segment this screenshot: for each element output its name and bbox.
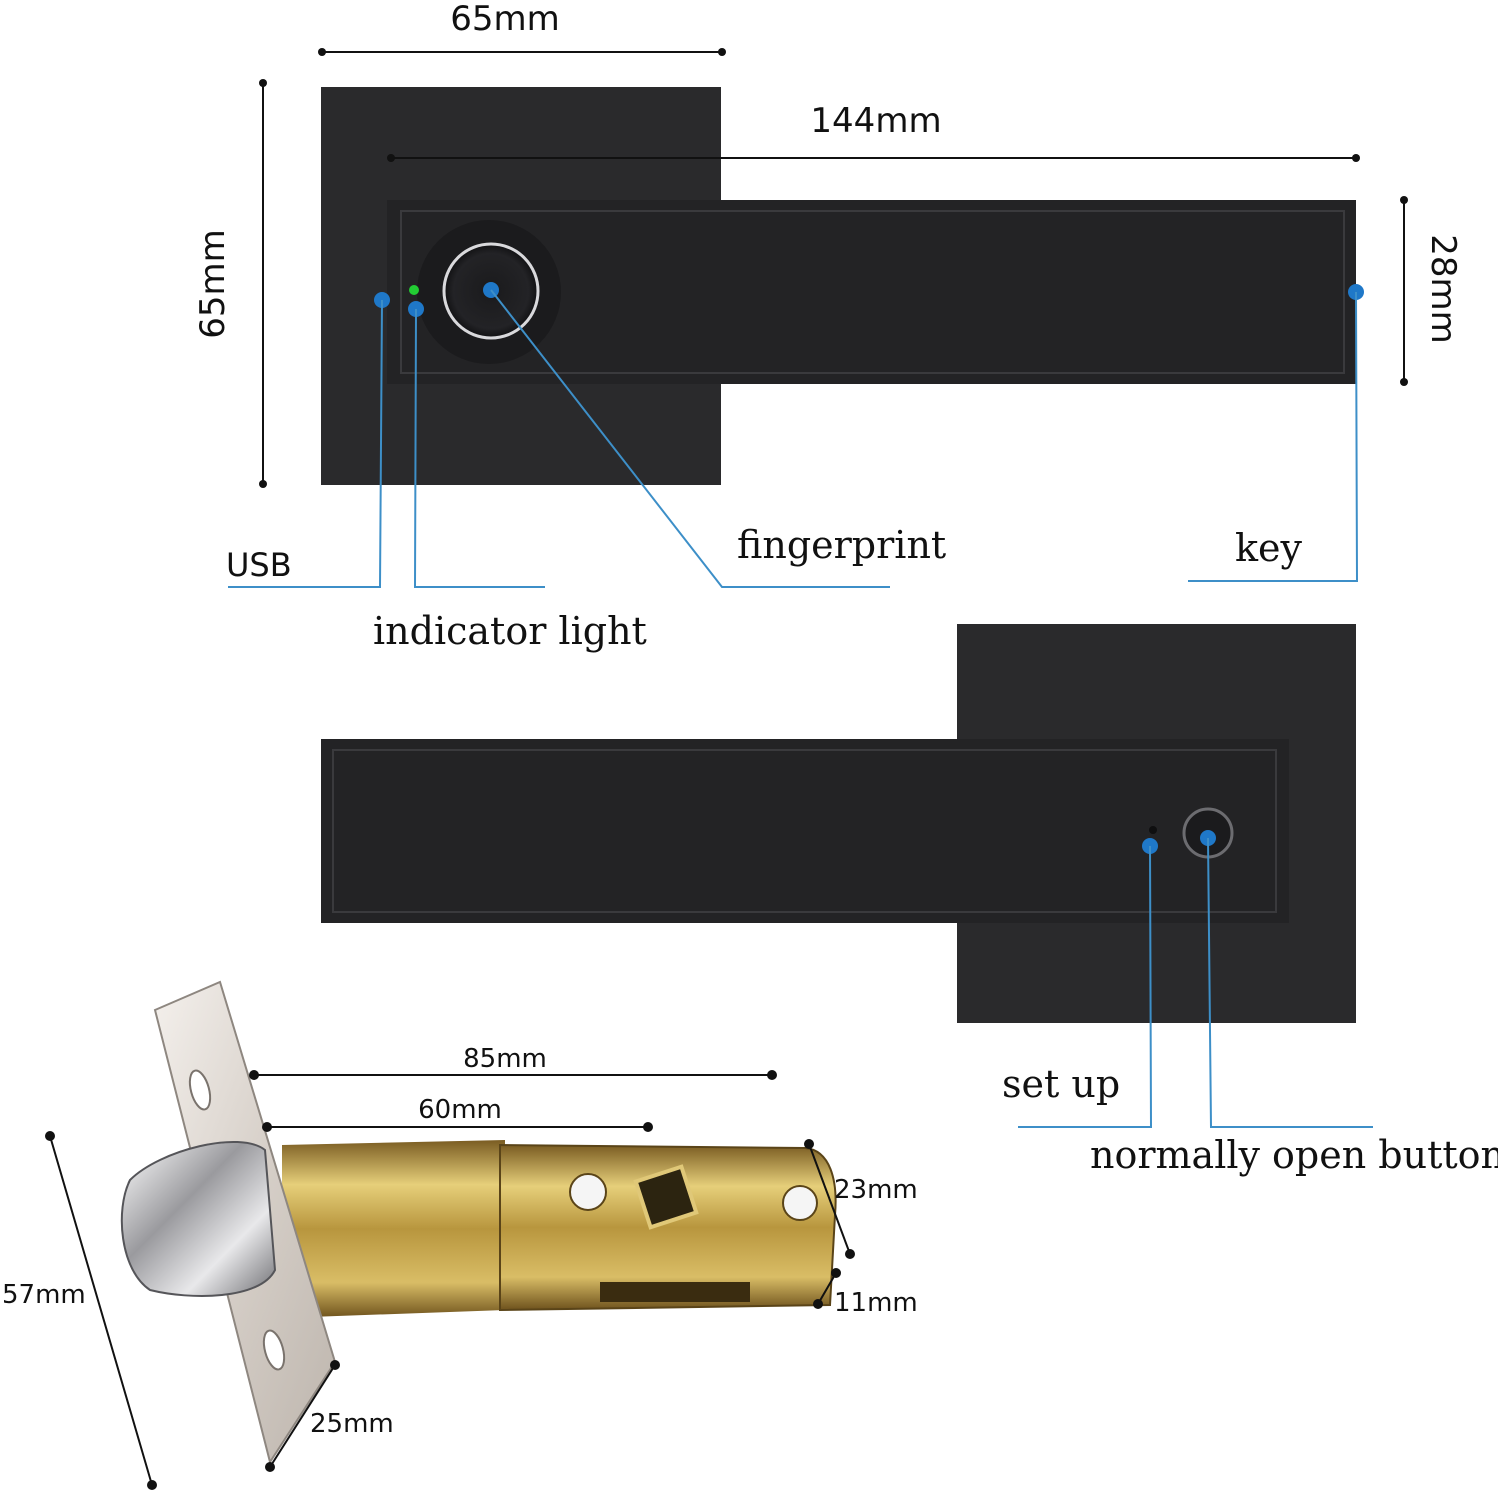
callout-key-label: key bbox=[1235, 526, 1303, 570]
dim-handle-length: 144mm bbox=[387, 101, 1360, 162]
set-up-hole-icon bbox=[1149, 826, 1157, 834]
callout-set-up: set up bbox=[1002, 838, 1158, 1128]
callout-key: key bbox=[1188, 284, 1364, 582]
latch-bolt bbox=[120, 1141, 277, 1297]
callout-fingerprint: fingerprint bbox=[483, 282, 946, 588]
dim-rose-height: 65mm bbox=[193, 79, 267, 488]
dim-faceplate-height-label: 57mm bbox=[2, 1280, 86, 1310]
dim-latch-body-label: 60mm bbox=[418, 1095, 502, 1125]
latch-spindle-hole bbox=[633, 1164, 699, 1230]
dim-faceplate-height: 57mm bbox=[2, 1131, 157, 1490]
dim-handle-length-label: 144mm bbox=[810, 101, 941, 141]
callout-indicator-light: indicator light bbox=[373, 301, 647, 653]
callout-usb-label: USB bbox=[226, 546, 292, 584]
callout-usb: USB bbox=[226, 292, 390, 588]
back-handle-inset bbox=[332, 749, 1277, 913]
latch-round-hole bbox=[569, 1173, 607, 1211]
latch-tube bbox=[282, 1140, 505, 1318]
latch-end-hole bbox=[782, 1185, 818, 1221]
dim-latch-length-label: 85mm bbox=[463, 1044, 547, 1074]
callout-set-up-label: set up bbox=[1002, 1062, 1120, 1106]
faceplate-top-hole bbox=[188, 1069, 212, 1111]
callout-normally-open-button-label: normally open button bbox=[1090, 1133, 1498, 1177]
dim-latch-bolt-label: 11mm bbox=[834, 1288, 918, 1318]
callout-normally-open-button: normally open button bbox=[1090, 830, 1498, 1177]
front-handle-inset bbox=[400, 210, 1345, 374]
latch-cage-slot bbox=[600, 1282, 750, 1302]
dim-rose-height-label: 65mm bbox=[193, 229, 233, 339]
dim-faceplate-width-label: 25mm bbox=[310, 1409, 394, 1439]
dim-latch-length: 85mm bbox=[249, 1044, 777, 1080]
indicator-light-icon bbox=[409, 285, 419, 295]
dim-handle-height: 28mm bbox=[1400, 196, 1463, 386]
dim-rose-width-label: 65mm bbox=[450, 0, 560, 39]
dim-latch-body: 60mm bbox=[262, 1095, 653, 1132]
dim-latch-bolt: 11mm bbox=[813, 1268, 918, 1318]
callout-indicator-light-label: indicator light bbox=[373, 609, 647, 653]
dim-latch-diameter-label: 23mm bbox=[834, 1175, 918, 1205]
dim-latch-diameter: 23mm bbox=[804, 1139, 918, 1259]
back-handle bbox=[321, 739, 1289, 923]
callout-fingerprint-label: fingerprint bbox=[737, 523, 946, 567]
dim-faceplate-width: 25mm bbox=[265, 1360, 394, 1472]
latch-view bbox=[120, 980, 837, 1465]
dim-handle-height-label: 28mm bbox=[1423, 234, 1463, 344]
back-handle-spindle bbox=[1289, 816, 1301, 846]
faceplate-bottom-hole bbox=[262, 1329, 286, 1371]
front-lock-view bbox=[321, 87, 1356, 485]
dim-rose-width: 65mm bbox=[318, 0, 726, 56]
back-lock-view bbox=[321, 624, 1356, 1023]
